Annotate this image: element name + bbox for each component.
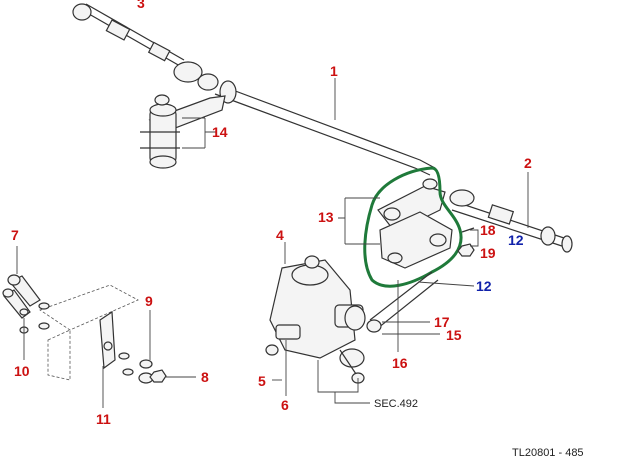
callout-13: 13 bbox=[318, 209, 334, 225]
callout-7: 7 bbox=[11, 227, 19, 243]
nut-cotter-18-19 bbox=[457, 227, 475, 257]
washers-10 bbox=[19, 302, 50, 334]
highlight-outline bbox=[363, 166, 463, 288]
callout-1: 1 bbox=[330, 63, 338, 79]
idler-arm-assembly bbox=[140, 94, 226, 169]
steering-gear-box bbox=[265, 255, 366, 384]
callout-5: 5 bbox=[258, 373, 266, 389]
callout-6: 6 bbox=[281, 397, 289, 413]
callout-2: 2 bbox=[524, 155, 532, 171]
relay-linkage bbox=[377, 178, 453, 269]
leader-lines bbox=[16, 78, 529, 408]
drag-link bbox=[366, 271, 439, 333]
callout-3: 3 bbox=[137, 0, 145, 11]
callout-18: 18 bbox=[480, 222, 496, 238]
callout-10: 10 bbox=[14, 363, 30, 379]
mounting-bracket bbox=[39, 284, 139, 381]
callout-14: 14 bbox=[212, 124, 228, 140]
callout-11: 11 bbox=[96, 411, 111, 427]
callout-4: 4 bbox=[276, 227, 284, 243]
callout-19: 19 bbox=[480, 245, 496, 261]
tie-rod-left bbox=[72, 3, 219, 91]
nuts-8-9 bbox=[118, 352, 167, 384]
callout-15: 15 bbox=[446, 327, 462, 343]
callout-17: 17 bbox=[434, 314, 450, 330]
callout-8: 8 bbox=[201, 369, 209, 385]
callouts: 3 1 2 14 13 18 12 19 12 4 17 15 16 5 6 7… bbox=[11, 0, 584, 459]
section-reference: SEC.492 bbox=[374, 398, 418, 410]
relay-rod bbox=[214, 80, 436, 176]
tie-rod-right bbox=[449, 189, 573, 253]
callout-16: 16 bbox=[392, 355, 408, 371]
callout-9: 9 bbox=[145, 293, 153, 309]
callout-12-top: 12 bbox=[508, 232, 524, 248]
drawing-code: TL20801 - 485 bbox=[512, 447, 584, 459]
callout-12-bottom: 12 bbox=[476, 278, 492, 294]
